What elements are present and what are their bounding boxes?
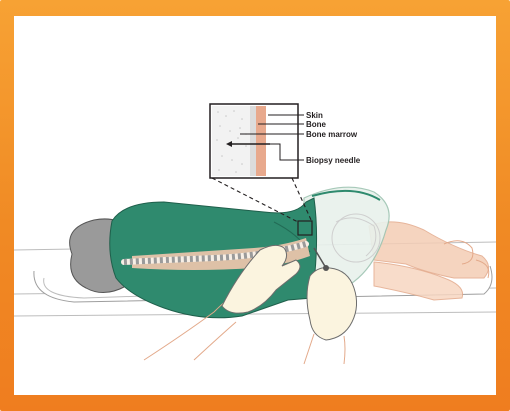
label-bone-marrow: Bone marrow [306,130,358,139]
label-skin: Skin [306,111,323,120]
illustration-panel: Skin Bone Bone marrow Biopsy needle [14,16,496,395]
label-biopsy-needle: Biopsy needle [306,156,361,165]
label-bone: Bone [306,120,327,129]
bone-marrow-biopsy-illustration: Skin Bone Bone marrow Biopsy needle [14,16,496,395]
